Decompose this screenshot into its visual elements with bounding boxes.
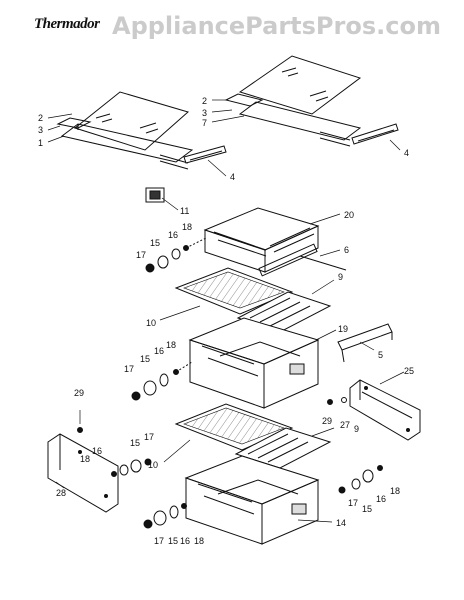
callout-16-d: 16 xyxy=(376,494,386,504)
roller-set-lower-left xyxy=(143,503,187,529)
callout-18-b: 18 xyxy=(166,340,176,350)
left-shelf-support xyxy=(183,145,227,164)
left-shelf-frame xyxy=(60,123,194,170)
callout-3-left: 3 xyxy=(38,125,43,135)
upper-crisper-cover xyxy=(174,267,294,315)
roller-set-upper-left xyxy=(145,237,207,273)
roller-set-middle-left xyxy=(131,361,193,401)
callout-2-left: 2 xyxy=(38,113,43,123)
callout-15-a: 15 xyxy=(150,238,160,248)
callout-17-b: 17 xyxy=(124,364,134,374)
callout-1: 1 xyxy=(38,138,43,148)
right-glass-shelf xyxy=(238,55,362,115)
right-rail xyxy=(337,323,393,363)
callout-14: 14 xyxy=(336,518,346,528)
left-glass-shelf xyxy=(73,91,190,151)
callout-18-a: 18 xyxy=(182,222,192,232)
callout-18-d: 18 xyxy=(390,486,400,496)
brand-logo: Thermador xyxy=(34,16,100,32)
callout-4-left: 4 xyxy=(230,172,235,182)
upper-crisper-drawer xyxy=(203,207,320,277)
callout-7: 7 xyxy=(202,118,207,128)
callout-9-lower: 9 xyxy=(354,424,359,434)
callout-19: 19 xyxy=(338,324,348,334)
callout-18-c: 18 xyxy=(80,454,90,464)
screw-29-left xyxy=(77,427,83,433)
callout-5: 5 xyxy=(378,350,383,360)
lower-crisper-cover xyxy=(174,403,294,451)
callout-4-right: 4 xyxy=(404,148,409,158)
callout-15-b: 15 xyxy=(140,354,150,364)
callout-15-e: 15 xyxy=(168,536,178,546)
right-side-bracket xyxy=(349,379,421,441)
callout-16-c: 16 xyxy=(92,446,102,456)
callout-11: 11 xyxy=(180,206,189,216)
callout-18-e: 18 xyxy=(194,536,204,546)
leader-lines xyxy=(47,99,405,523)
middle-crisper-drawer xyxy=(188,317,320,409)
callout-6: 6 xyxy=(344,245,349,255)
screw-29-right xyxy=(327,397,347,405)
callout-27: 27 xyxy=(340,420,350,430)
left-side-bracket xyxy=(47,433,119,513)
left-shelf-trim xyxy=(56,117,92,129)
callout-3-right: 3 xyxy=(202,108,207,118)
callout-15-c: 15 xyxy=(130,438,140,448)
callout-20: 20 xyxy=(344,210,354,220)
right-shelf-support xyxy=(351,123,399,145)
watermark: AppliancePartsPros.com xyxy=(112,12,441,40)
callout-25: 25 xyxy=(404,366,414,376)
callout-10-lower: 10 xyxy=(148,460,158,470)
callout-9-upper: 9 xyxy=(338,272,343,282)
drawer-rod xyxy=(299,255,347,271)
callout-15-d: 15 xyxy=(362,504,372,514)
callout-29-left: 29 xyxy=(74,388,84,398)
roller-set-right-bracket xyxy=(338,465,383,494)
shelf-clip-part xyxy=(145,187,165,203)
callout-29-right: 29 xyxy=(322,416,332,426)
callout-17-d: 17 xyxy=(348,498,358,508)
callout-16-e: 16 xyxy=(180,536,190,546)
roller-set-left-bracket xyxy=(111,458,152,477)
callout-2-right: 2 xyxy=(202,96,207,106)
lower-crisper-drawer xyxy=(184,455,320,545)
callout-17-e: 17 xyxy=(154,536,164,546)
callout-16-b: 16 xyxy=(154,346,164,356)
callout-28: 28 xyxy=(56,488,66,498)
callout-16-a: 16 xyxy=(168,230,178,240)
callout-10-upper: 10 xyxy=(146,318,156,328)
callout-17-c: 17 xyxy=(144,432,154,442)
callout-labels: 1 2 3 4 2 3 7 4 11 20 6 17 15 16 18 9 10… xyxy=(38,96,414,546)
callout-17-a: 17 xyxy=(136,250,146,260)
right-shelf-trim xyxy=(224,93,264,107)
